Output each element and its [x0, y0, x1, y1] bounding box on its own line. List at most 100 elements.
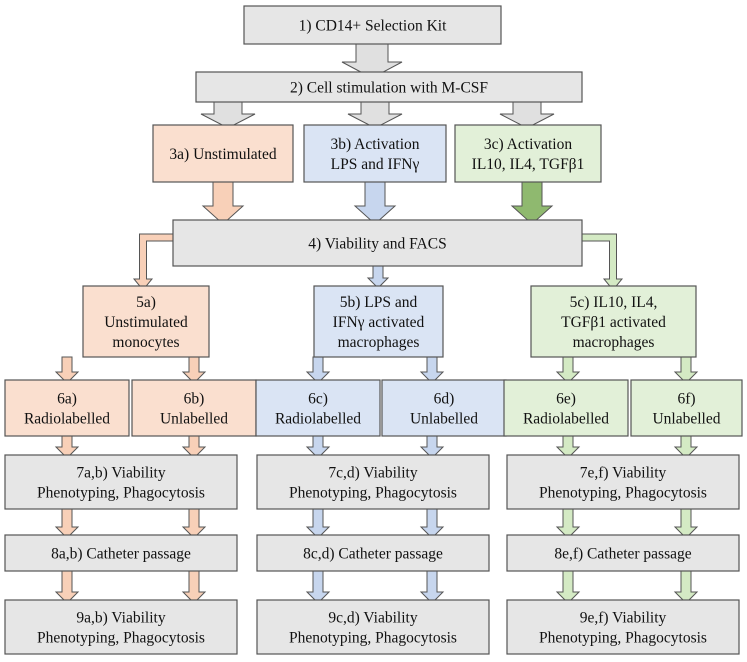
- box-5a-line-3: monocytes: [112, 334, 179, 351]
- box-6a-line-2: Radiolabelled: [24, 411, 110, 428]
- arrow-5-to-6e: [555, 356, 581, 384]
- arrow-6c-to-7: [305, 435, 331, 459]
- arrow-7-to-8-c: [305, 508, 331, 539]
- arrow-8-to-9-c: [305, 570, 331, 604]
- box-5a-line-1: 5a): [136, 294, 156, 311]
- box-9cd-line-1: 9c,d) Viability: [328, 610, 417, 627]
- arrow-8-to-9-b: [181, 570, 207, 604]
- arrow-4-to-5c: [581, 233, 624, 291]
- box-2-rect: [195, 71, 583, 103]
- box-6c-line-2: Radiolabelled: [275, 411, 361, 428]
- box-6a-line-1: 6a): [57, 391, 77, 408]
- box-6d-rect: [381, 379, 507, 437]
- arrow-4-to-5b: [366, 265, 390, 289]
- box-3b-rect: [303, 124, 447, 183]
- arrow-3c-to-4: [510, 181, 554, 225]
- box-8cd-line-1: 8c,d) Catheter passage: [303, 546, 443, 563]
- arrow-6d-to-7: [419, 435, 445, 459]
- box-8ef-line-1: 8e,f) Catheter passage: [554, 546, 691, 563]
- box-6f: 6f)Unlabelled: [630, 379, 743, 437]
- box-8ab-rect: [4, 534, 238, 572]
- arrow-7-to-8-e: [555, 508, 581, 539]
- box-3c-rect: [454, 124, 602, 183]
- box-4: 4) Viability and FACS: [172, 219, 583, 267]
- box-7cd-line-2: Phenotyping, Phagocytosis: [289, 485, 457, 502]
- arrow-5-to-6a: [54, 356, 80, 384]
- box-6d-line-1: 6d): [434, 391, 455, 408]
- box-8cd: 8c,d) Catheter passage: [256, 534, 490, 572]
- box-7ab-line-1: 7a,b) Viability: [76, 465, 165, 482]
- box-5a: 5a) Unstimulated monocytes: [82, 285, 210, 358]
- box-9ef-line-1: 9e,f) Viability: [580, 610, 667, 627]
- box-5b-line-3: macrophages: [338, 334, 420, 351]
- box-6c: 6c)Radiolabelled: [255, 379, 381, 437]
- arrow-3a-to-4: [201, 181, 245, 225]
- box-3a: 3a) Unstimulated: [152, 124, 294, 183]
- box-6e-line-2: Radiolabelled: [523, 411, 609, 428]
- arrow-2-to-3a: [200, 98, 256, 129]
- box-9ab-line-2: Phenotyping, Phagocytosis: [37, 630, 205, 647]
- arrow-8-to-9-f: [673, 570, 699, 604]
- arrow-6f-to-7: [673, 435, 699, 459]
- box-6f-line-1: 6f): [677, 391, 695, 408]
- arrow-8-to-9-e: [555, 570, 581, 604]
- box-8cd-rect: [256, 534, 490, 572]
- box-4-line-1: 4) Viability and FACS: [308, 236, 446, 253]
- box-5c-line-3: macrophages: [573, 334, 655, 351]
- box-7ef-rect: [506, 454, 740, 510]
- box-6b: 6b)Unlabelled: [131, 379, 257, 437]
- box-2: 2) Cell stimulation with M-CSF: [195, 71, 583, 103]
- box-5b-line-1: 5b) LPS and: [340, 294, 418, 311]
- box-6e-line-1: 6e): [556, 391, 576, 408]
- box-3b-line-2: LPS and IFNγ: [331, 156, 420, 173]
- box-1-rect: [243, 5, 502, 45]
- arrow-2-to-3b: [347, 98, 403, 129]
- box-7ef-line-2: Phenotyping, Phagocytosis: [539, 485, 707, 502]
- box-9ef-line-2: Phenotyping, Phagocytosis: [539, 630, 707, 647]
- box-5a-rect: [82, 285, 210, 358]
- box-7ef-line-1: 7e,f) Viability: [580, 465, 667, 482]
- box-5a-line-2: Unstimulated: [104, 314, 188, 331]
- arrow-7-to-8-b: [181, 508, 207, 539]
- box-6b-rect: [131, 379, 257, 437]
- arrow-4-to-5a: [132, 233, 174, 291]
- box-2-line-1: 2) Cell stimulation with M-CSF: [290, 80, 488, 97]
- box-6f-rect: [630, 379, 743, 437]
- box-6c-rect: [255, 379, 381, 437]
- box-9ab-rect: [4, 599, 238, 655]
- box-5c-line-1: 5c) IL10, IL4,: [570, 294, 658, 311]
- box-8ef-rect: [506, 534, 740, 572]
- box-8ef: 8e,f) Catheter passage: [506, 534, 740, 572]
- box-1-line-1: 1) CD14+ Selection Kit: [299, 18, 447, 35]
- box-7ab-line-2: Phenotyping, Phagocytosis: [37, 485, 205, 502]
- box-6e: 6e) Radiolabelled: [503, 379, 629, 437]
- box-3c-line-1: 3c) Activation: [484, 136, 572, 153]
- arrow-6a-to-7: [54, 435, 80, 459]
- box-4-rect: [172, 219, 583, 267]
- box-7ab-rect: [4, 454, 238, 510]
- arrow-8-to-9-d: [419, 570, 445, 604]
- arrow-7-to-8-d: [419, 508, 445, 539]
- box-6b-line-1: 6b): [184, 391, 205, 408]
- arrow-5-to-6b: [181, 356, 207, 384]
- box-7cd-rect: [256, 454, 490, 510]
- box-1: 1) CD14+ Selection Kit: [243, 5, 502, 45]
- arrow-1-to-2: [341, 43, 403, 79]
- box-9cd-rect: [256, 599, 490, 655]
- box-8ab: 8a,b) Catheter passage: [4, 534, 238, 572]
- arrow-7-to-8-a: [54, 508, 80, 539]
- box-6d-line-2: Unlabelled: [410, 411, 478, 428]
- box-9ef-rect: [506, 599, 740, 655]
- box-7cd-line-1: 7c,d) Viability: [328, 465, 417, 482]
- box-8ab-line-1: 8a,b) Catheter passage: [51, 546, 191, 563]
- box-9ab-line-1: 9a,b) Viability: [76, 610, 165, 627]
- arrow-2-to-3c: [499, 98, 555, 129]
